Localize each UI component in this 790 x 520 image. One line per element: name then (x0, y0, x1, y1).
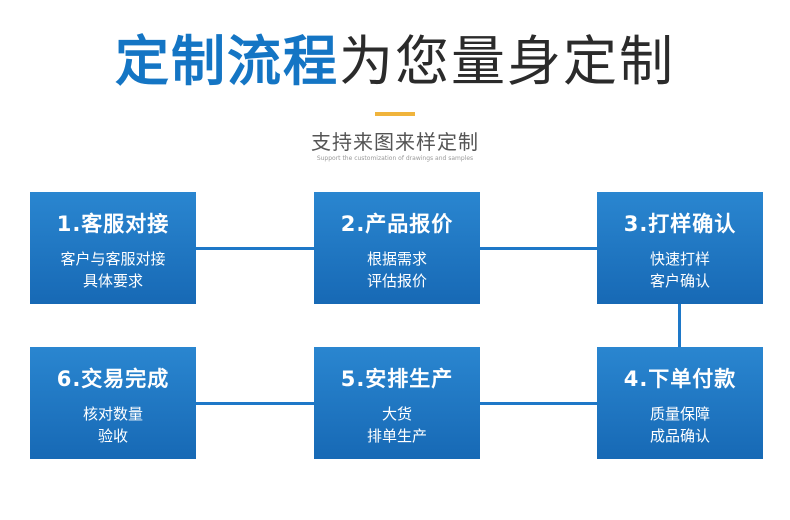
step-desc: 快速打样 (649, 250, 710, 268)
connector-4-5 (479, 402, 597, 405)
step-desc: 大货 (381, 405, 412, 423)
step-desc: 验收 (97, 427, 128, 445)
step-title: 5.安排生产 (340, 367, 454, 391)
step-desc: 具体要求 (82, 272, 143, 290)
step-title: 6.交易完成 (56, 367, 170, 391)
connector-2-3 (479, 247, 597, 250)
title-underline (375, 112, 415, 116)
step-desc: 客户与客服对接 (60, 250, 166, 268)
connector-1-2 (196, 247, 314, 250)
page-title: 定制流程为您量身定制 (0, 22, 790, 102)
title-highlight: 定制流程 (115, 30, 339, 93)
step-title: 3.打样确认 (623, 212, 737, 236)
step-box-5: 5.安排生产 大货 排单生产 (314, 347, 480, 459)
step-desc: 根据需求 (366, 250, 427, 268)
step-desc: 质量保障 (649, 405, 710, 423)
title-rest: 为您量身定制 (339, 30, 675, 93)
step-box-6: 6.交易完成 核对数量 验收 (30, 347, 196, 459)
step-desc: 客户确认 (649, 272, 710, 290)
step-desc: 排单生产 (366, 427, 427, 445)
connector-3-4 (678, 303, 681, 347)
step-box-3: 3.打样确认 快速打样 客户确认 (597, 192, 763, 304)
step-title: 2.产品报价 (340, 212, 454, 236)
connector-5-6 (196, 402, 314, 405)
step-box-1: 1.客服对接 客户与客服对接 具体要求 (30, 192, 196, 304)
step-title: 1.客服对接 (56, 212, 170, 236)
step-title: 4.下单付款 (623, 367, 737, 391)
step-desc: 评估报价 (366, 272, 427, 290)
subtitle-english: Support the customization of drawings an… (316, 155, 474, 162)
step-box-4: 4.下单付款 质量保障 成品确认 (597, 347, 763, 459)
step-desc: 成品确认 (649, 427, 710, 445)
step-desc: 核对数量 (82, 405, 143, 423)
step-box-2: 2.产品报价 根据需求 评估报价 (314, 192, 480, 304)
subtitle: 支持来图来样定制 (311, 130, 479, 154)
